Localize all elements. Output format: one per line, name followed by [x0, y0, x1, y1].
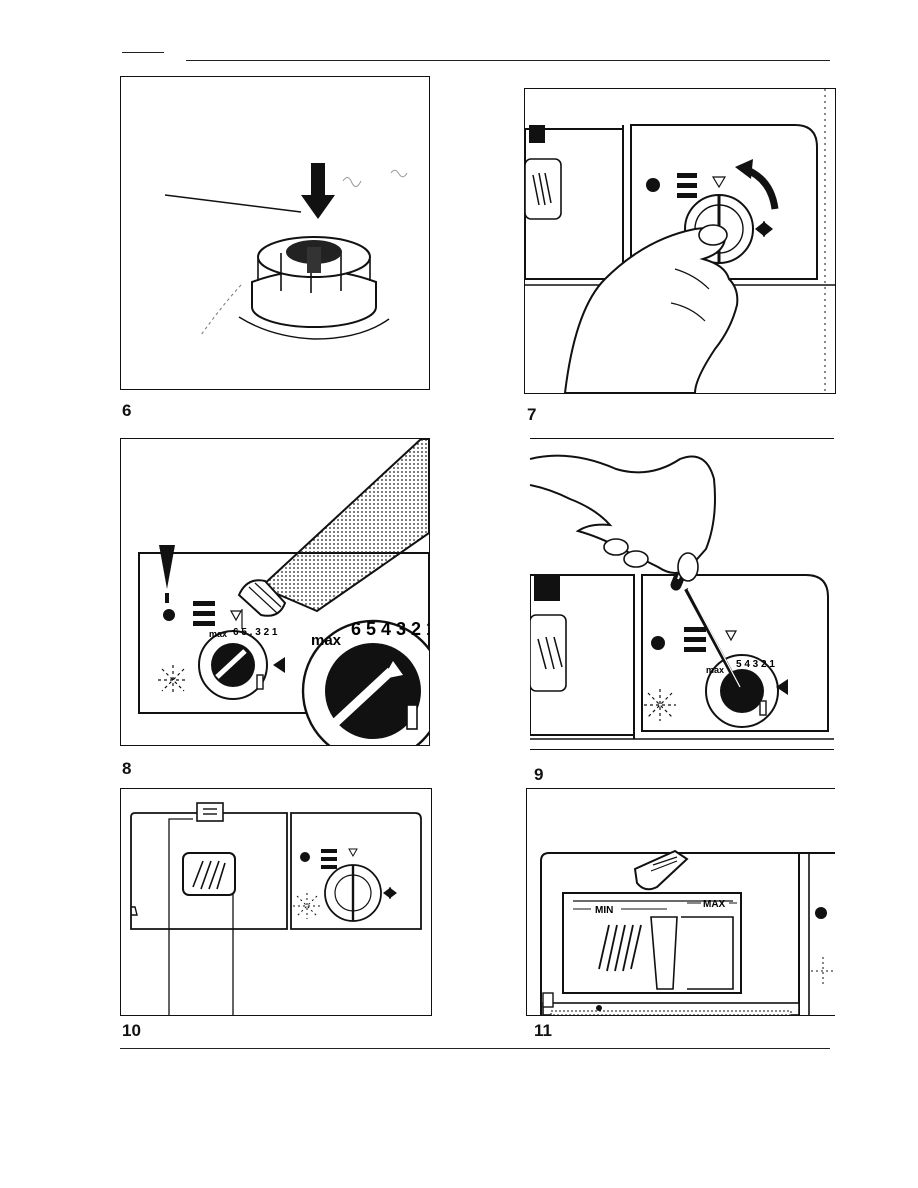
figure-8-small-dial-digits: 6 5 . 3 2 1	[233, 627, 278, 638]
figure-6-number: 6	[122, 401, 132, 420]
figure-8-large-dial-digits: 6 5 4 3 2 1	[351, 619, 429, 639]
figure-9-number: 9	[534, 765, 544, 784]
figure-8-illustration: max 6 5 . 3 2 1 max 6 5 4 3 2 1	[138, 439, 429, 745]
figure-8-panel: max 6 5 . 3 2 1 max 6 5 4 3 2 1	[120, 438, 430, 746]
figure-9-dial-max: max	[706, 665, 724, 675]
figure-10-number: 10	[122, 1021, 141, 1040]
figure-11-number: 11	[534, 1021, 552, 1040]
figure-7-number: 7	[527, 405, 537, 424]
footer-rule	[120, 1048, 830, 1049]
figure-9-dial-digits: 5 4 3 2 1	[736, 659, 775, 670]
figure-11-max-label: MAX	[703, 899, 726, 910]
figure-11-min-label: MIN	[595, 905, 613, 916]
figure-10-panel: a b	[120, 788, 432, 1016]
figure-8-large-dial-max: max	[311, 632, 342, 649]
figure-6-illustration	[121, 77, 408, 340]
figure-11-illustration: MIN MAX	[540, 849, 835, 1015]
figure-9-illustration: max 5 4 3 2 1	[530, 454, 834, 740]
figure-6-panel	[120, 76, 430, 390]
figure-11-panel: MIN MAX	[526, 788, 835, 1016]
header-rule-right	[186, 60, 830, 61]
figure-8-small-dial-max: max	[209, 629, 227, 639]
figure-8-number: 8	[122, 759, 132, 778]
figure-9-panel: max 5 4 3 2 1	[530, 438, 834, 750]
figure-7-panel	[524, 88, 836, 394]
header-rule-left	[122, 52, 164, 53]
figure-10-illustration	[130, 802, 422, 1015]
figure-7-illustration	[525, 89, 835, 393]
